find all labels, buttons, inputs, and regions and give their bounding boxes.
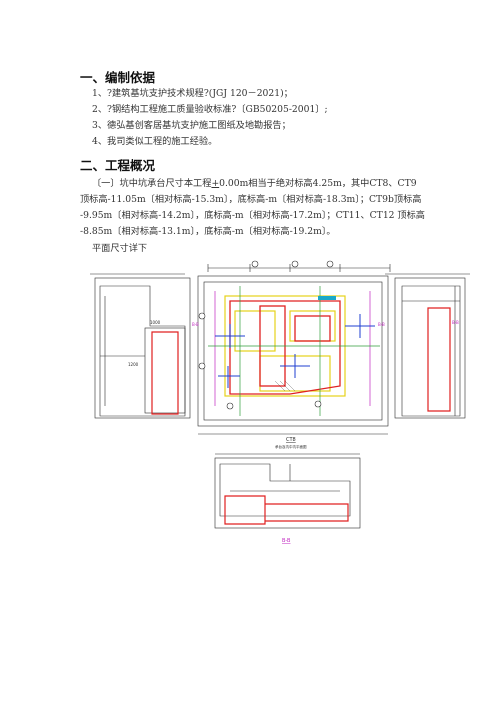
gridline-markers — [198, 260, 334, 410]
section-1-heading: 一、编制依据 — [80, 70, 156, 85]
reference-item-2: 2、?钢结构工程施工质量验收标准?〔GB50205-2001〕; — [92, 104, 328, 115]
center-plan-frame — [197, 275, 389, 435]
paragraph-line-4: -8.85m〔相对标高-13.1m〕，底标高-m〔相对标高-19.2m〕。 — [80, 226, 336, 237]
pit-plan-drawing: 1200 1000 CT8 承台及坑中 — [90, 260, 470, 544]
magenta-lines — [214, 291, 371, 406]
left-bb-label: B-B — [192, 322, 199, 327]
right-red-outline — [427, 307, 451, 412]
section-2-heading: 二、工程概况 — [80, 158, 156, 173]
paragraph-line-3: -9.95m〔相对标高-14.2m〕，底标高-m〔相对标高-17.2m〕；CT1… — [80, 210, 425, 221]
cyan-tag — [318, 296, 336, 300]
paragraph-line-1: 〔一〕坑中坑承台尺寸本工程+0.00m相当于绝对标高4.25m，其中CT8、CT… — [92, 178, 417, 189]
svg-text:1000: 1000 — [150, 320, 161, 325]
reference-item-4: 4、我司类似工程的施工经验。 — [92, 136, 218, 147]
right-section-panel — [394, 277, 466, 419]
svg-text:B-B: B-B — [452, 320, 459, 325]
ct-label: CT8 — [286, 437, 296, 443]
hatched-area — [274, 380, 296, 392]
plan-caption: 平面尺寸详下 — [92, 243, 148, 254]
project-overview-paragraph: 〔一〕坑中坑承台尺寸本工程+0.00m相当于绝对标高4.25m，其中CT8、CT… — [80, 176, 440, 240]
bottom-bb-label: B-B — [282, 538, 291, 544]
reference-item-3: 3、德弘基创客居基坑支护施工图纸及地勘报告； — [92, 120, 291, 131]
left-section-panel — [94, 277, 191, 419]
blue-axis-crosses — [215, 314, 375, 388]
red-pit-outline — [229, 300, 341, 395]
ct-sub-label: 承台及坑中坑平面图 — [275, 444, 307, 449]
green-lines — [208, 286, 380, 416]
reference-item-1: 1、?建筑基坑支护技术规程?(JGJ 120－2021)； — [92, 88, 293, 99]
bottom-red-outline — [224, 495, 349, 525]
svg-text:1200: 1200 — [128, 362, 139, 367]
left-red-outline — [151, 331, 179, 415]
right-bb-label: B-B — [378, 322, 385, 327]
paragraph-line-2: 顶标高-11.05m〔相对标高-15.3m〕，底标高-m〔相对标高-18.3m〕… — [80, 194, 422, 205]
bottom-section-panel — [214, 453, 361, 529]
